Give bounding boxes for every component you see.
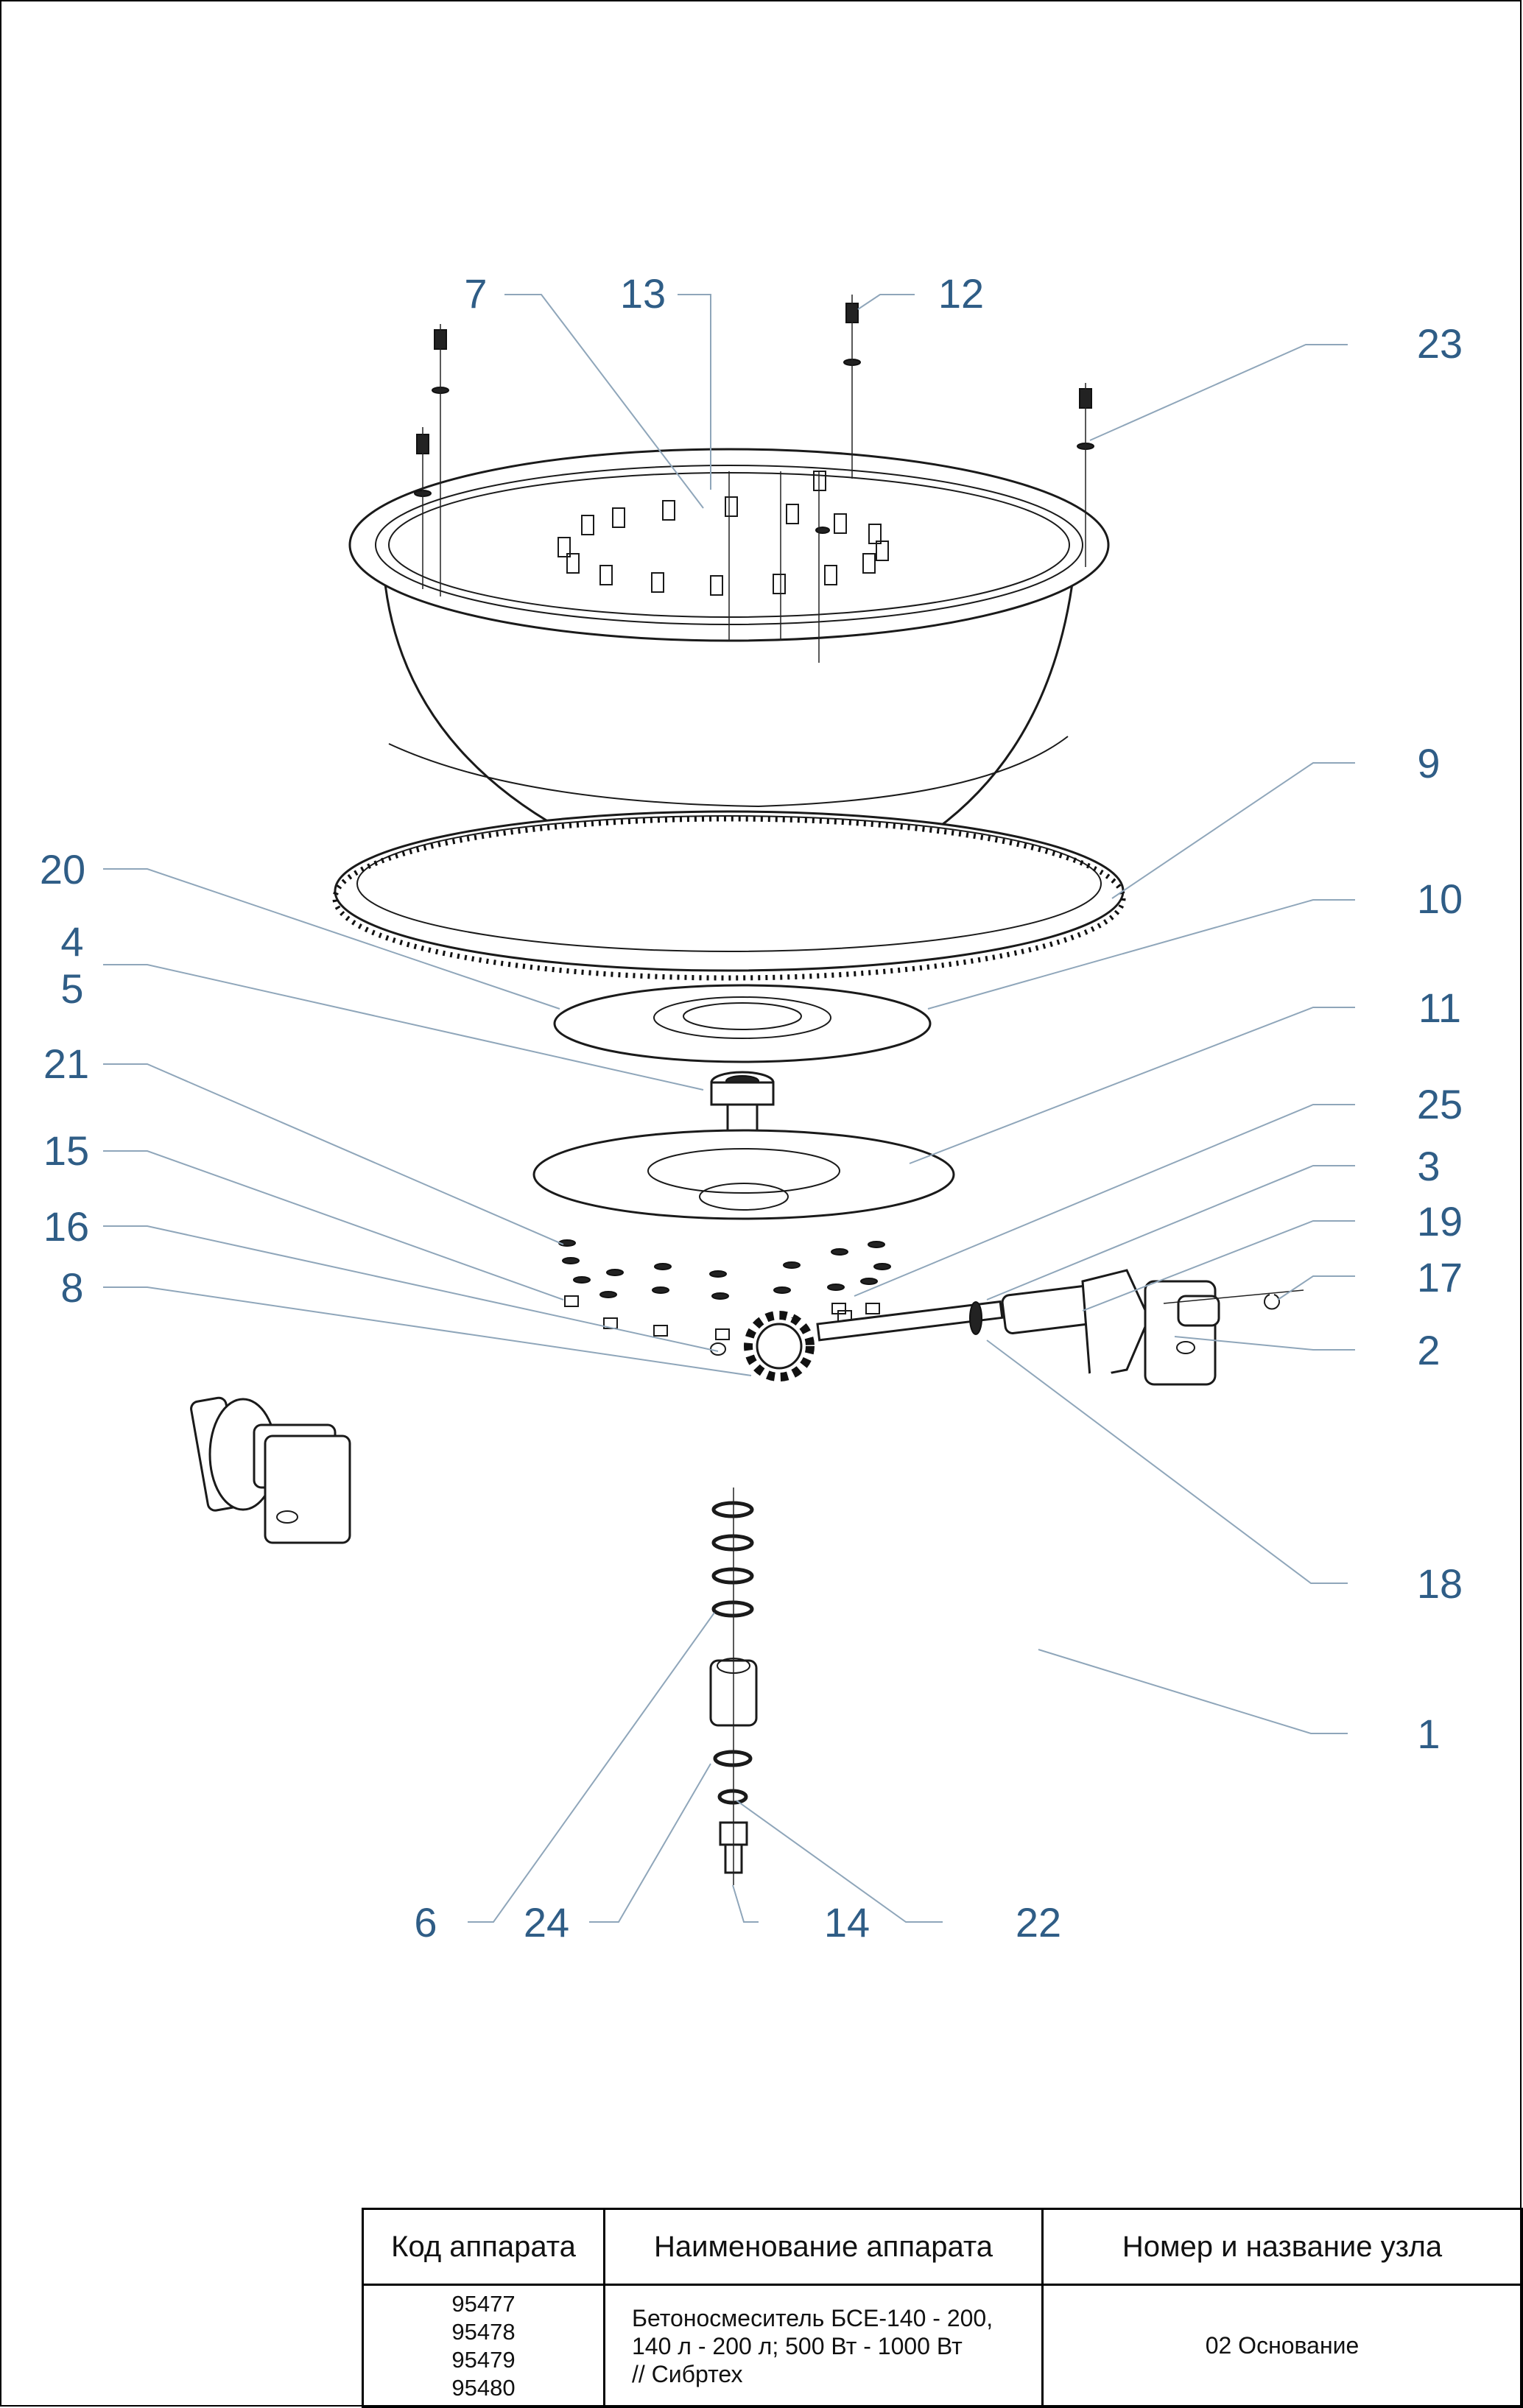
device-codes: 95477 95478 95479 95480 (362, 2284, 605, 2408)
callout-5: 5 (60, 965, 83, 1012)
callout-6: 6 (414, 1899, 437, 1946)
header-unit: Номер и название узла (1041, 2208, 1523, 2286)
u-frame (190, 1366, 1170, 1729)
device-code: 95477 (451, 2290, 516, 2317)
callout-20: 20 (40, 846, 85, 893)
callout-17: 17 (1417, 1254, 1463, 1300)
callout-23: 23 (1417, 320, 1463, 367)
drive-shaft-assembly (816, 1269, 1304, 1386)
device-name-line: // Сибртех (632, 2360, 743, 2387)
callout-16: 16 (43, 1203, 89, 1250)
bottom-bolt (719, 1488, 748, 1885)
device-code: 95478 (451, 2318, 516, 2345)
callout-3: 3 (1417, 1143, 1440, 1189)
lower-plate (532, 1129, 955, 1220)
title-block: Код аппарата Наименование аппарата Номер… (362, 2208, 1523, 2408)
header-name: Наименование аппарата (603, 2208, 1044, 2286)
callout-18: 18 (1417, 1560, 1463, 1607)
device-name-line: 140 л - 200 л; 500 Вт - 1000 Вт (632, 2332, 963, 2359)
device-code: 95480 (451, 2374, 516, 2401)
drum-bolts (414, 295, 1094, 663)
callout-24: 24 (524, 1899, 569, 1946)
callout-22: 22 (1016, 1899, 1061, 1946)
exploded-assembly-drawing: 7 13 12 23 9 10 11 25 3 19 17 2 18 1 20 … (40, 270, 1463, 1946)
leader-lines (103, 294, 1355, 1923)
callout-7: 7 (464, 270, 487, 317)
callout-13: 13 (620, 270, 666, 317)
bottom-washers (711, 1501, 754, 1805)
fasteners-under-plate (558, 1239, 891, 1300)
callout-4: 4 (60, 918, 83, 965)
device-name-line: Бетоносмеситель БСЕ-140 - 200, (632, 2304, 993, 2331)
unit-name: 02 Основание (1041, 2284, 1523, 2408)
callout-21: 21 (43, 1041, 89, 1087)
callout-2: 2 (1417, 1327, 1440, 1373)
header-code: Код аппарата (362, 2208, 605, 2286)
callout-19: 19 (1417, 1198, 1463, 1245)
callout-14: 14 (824, 1899, 870, 1946)
pinion-gear (710, 1311, 815, 1381)
callout-12: 12 (938, 270, 984, 317)
callout-1: 1 (1417, 1711, 1440, 1757)
callout-11: 11 (1418, 985, 1461, 1031)
device-code: 95479 (451, 2346, 516, 2373)
callout-15: 15 (43, 1127, 89, 1174)
device-name: Бетоносмеситель БСЕ-140 - 200, 140 л - 2… (603, 2284, 1044, 2408)
callout-9: 9 (1417, 740, 1440, 786)
flange-plate (553, 984, 932, 1063)
ring-gear (332, 810, 1126, 981)
callout-25: 25 (1417, 1081, 1463, 1127)
callout-8: 8 (60, 1264, 83, 1311)
callout-10: 10 (1417, 876, 1463, 922)
callout-numbers: 7 13 12 23 9 10 11 25 3 19 17 2 18 1 20 … (40, 270, 1463, 1946)
